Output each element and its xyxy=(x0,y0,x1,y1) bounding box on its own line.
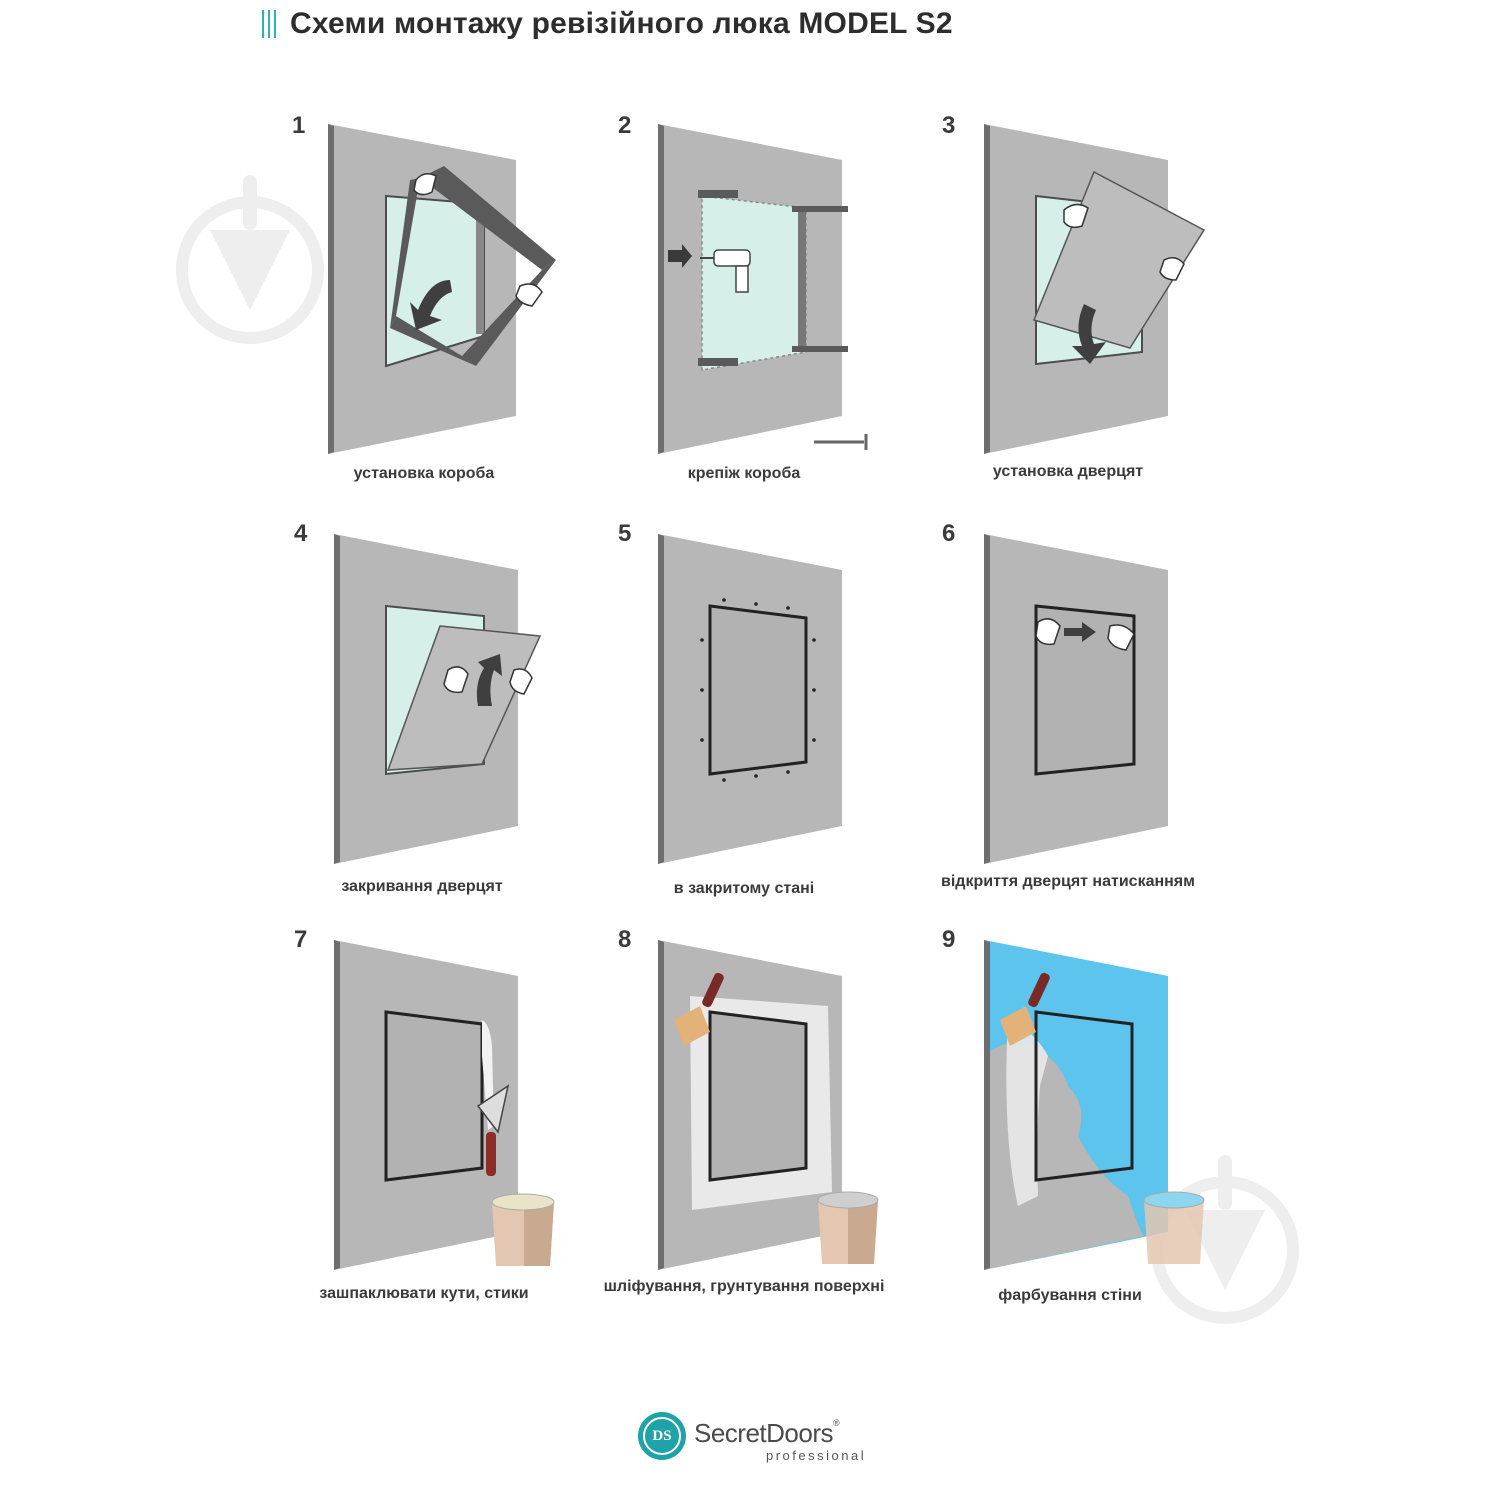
screw-icon xyxy=(814,434,868,450)
logo-badge-icon: DS xyxy=(638,1412,686,1460)
step-number-1: 1 xyxy=(292,112,306,139)
bucket-icon xyxy=(491,1193,555,1266)
logo-name: SecretDoors® xyxy=(694,1418,840,1449)
page-header: Схеми монтажу ревізійного люка MODEL S2 xyxy=(262,4,953,44)
logo-name-text: SecretDoors xyxy=(694,1418,834,1448)
door-insert-icon xyxy=(1032,170,1206,364)
frame-clamp-icon xyxy=(698,190,848,366)
step-5-illustration xyxy=(658,534,842,864)
step-4-illustration xyxy=(334,534,542,864)
frame-rotate-icon xyxy=(390,166,556,366)
watermark-trowel-icon xyxy=(176,175,324,344)
push-open-icon xyxy=(1035,618,1135,651)
step-8-illustration xyxy=(658,940,879,1270)
step-3-caption: установка дверцят xyxy=(992,463,1144,480)
step-4-caption: закривання дверцят xyxy=(341,878,503,895)
step-number-7: 7 xyxy=(294,926,308,953)
brush-paint-icon xyxy=(1000,972,1050,1046)
step-8-caption: шліфування, грунтування поверхні xyxy=(603,1278,885,1295)
step-number-5: 5 xyxy=(618,520,632,547)
closed-hatch-icon xyxy=(700,598,816,782)
step-number-6: 6 xyxy=(942,520,956,547)
drill-icon xyxy=(668,244,751,293)
step-9-caption: фарбування стіни xyxy=(998,1287,1142,1304)
step-number-3: 3 xyxy=(942,112,956,139)
step-number-4: 4 xyxy=(294,520,308,547)
brand-logo: DS SecretDoors® professional xyxy=(638,1410,878,1470)
door-close-icon xyxy=(386,625,542,771)
step-3-illustration xyxy=(984,124,1206,454)
step-7-illustration xyxy=(334,940,555,1270)
logo-registered: ® xyxy=(833,1418,840,1428)
step-1-illustration xyxy=(328,124,556,454)
step-9-illustration xyxy=(984,940,1205,1270)
brush-primer-icon xyxy=(674,972,724,1046)
step-6-caption: відкриття дверцят натисканням xyxy=(941,873,1195,890)
logo-badge-text: DS xyxy=(643,1417,681,1455)
step-6-illustration xyxy=(984,534,1168,864)
bucket-icon xyxy=(1143,1191,1205,1264)
title-accent-bars xyxy=(262,10,276,38)
logo-subtitle: professional xyxy=(766,1448,867,1463)
step-7-caption: зашпаклювати кути, стики xyxy=(319,1285,529,1302)
trowel-icon xyxy=(476,1020,510,1176)
step-number-2: 2 xyxy=(618,112,632,139)
step-number-9: 9 xyxy=(942,926,956,953)
step-number-8: 8 xyxy=(618,926,632,953)
bucket-icon xyxy=(817,1191,879,1264)
step-5-caption: в закритому стані xyxy=(673,880,815,897)
step-1-caption: установка короба xyxy=(353,465,495,482)
page-title: Схеми монтажу ревізійного люка MODEL S2 xyxy=(290,7,953,40)
step-2-illustration xyxy=(658,124,868,454)
step-2-caption: крепіж короба xyxy=(687,465,801,482)
